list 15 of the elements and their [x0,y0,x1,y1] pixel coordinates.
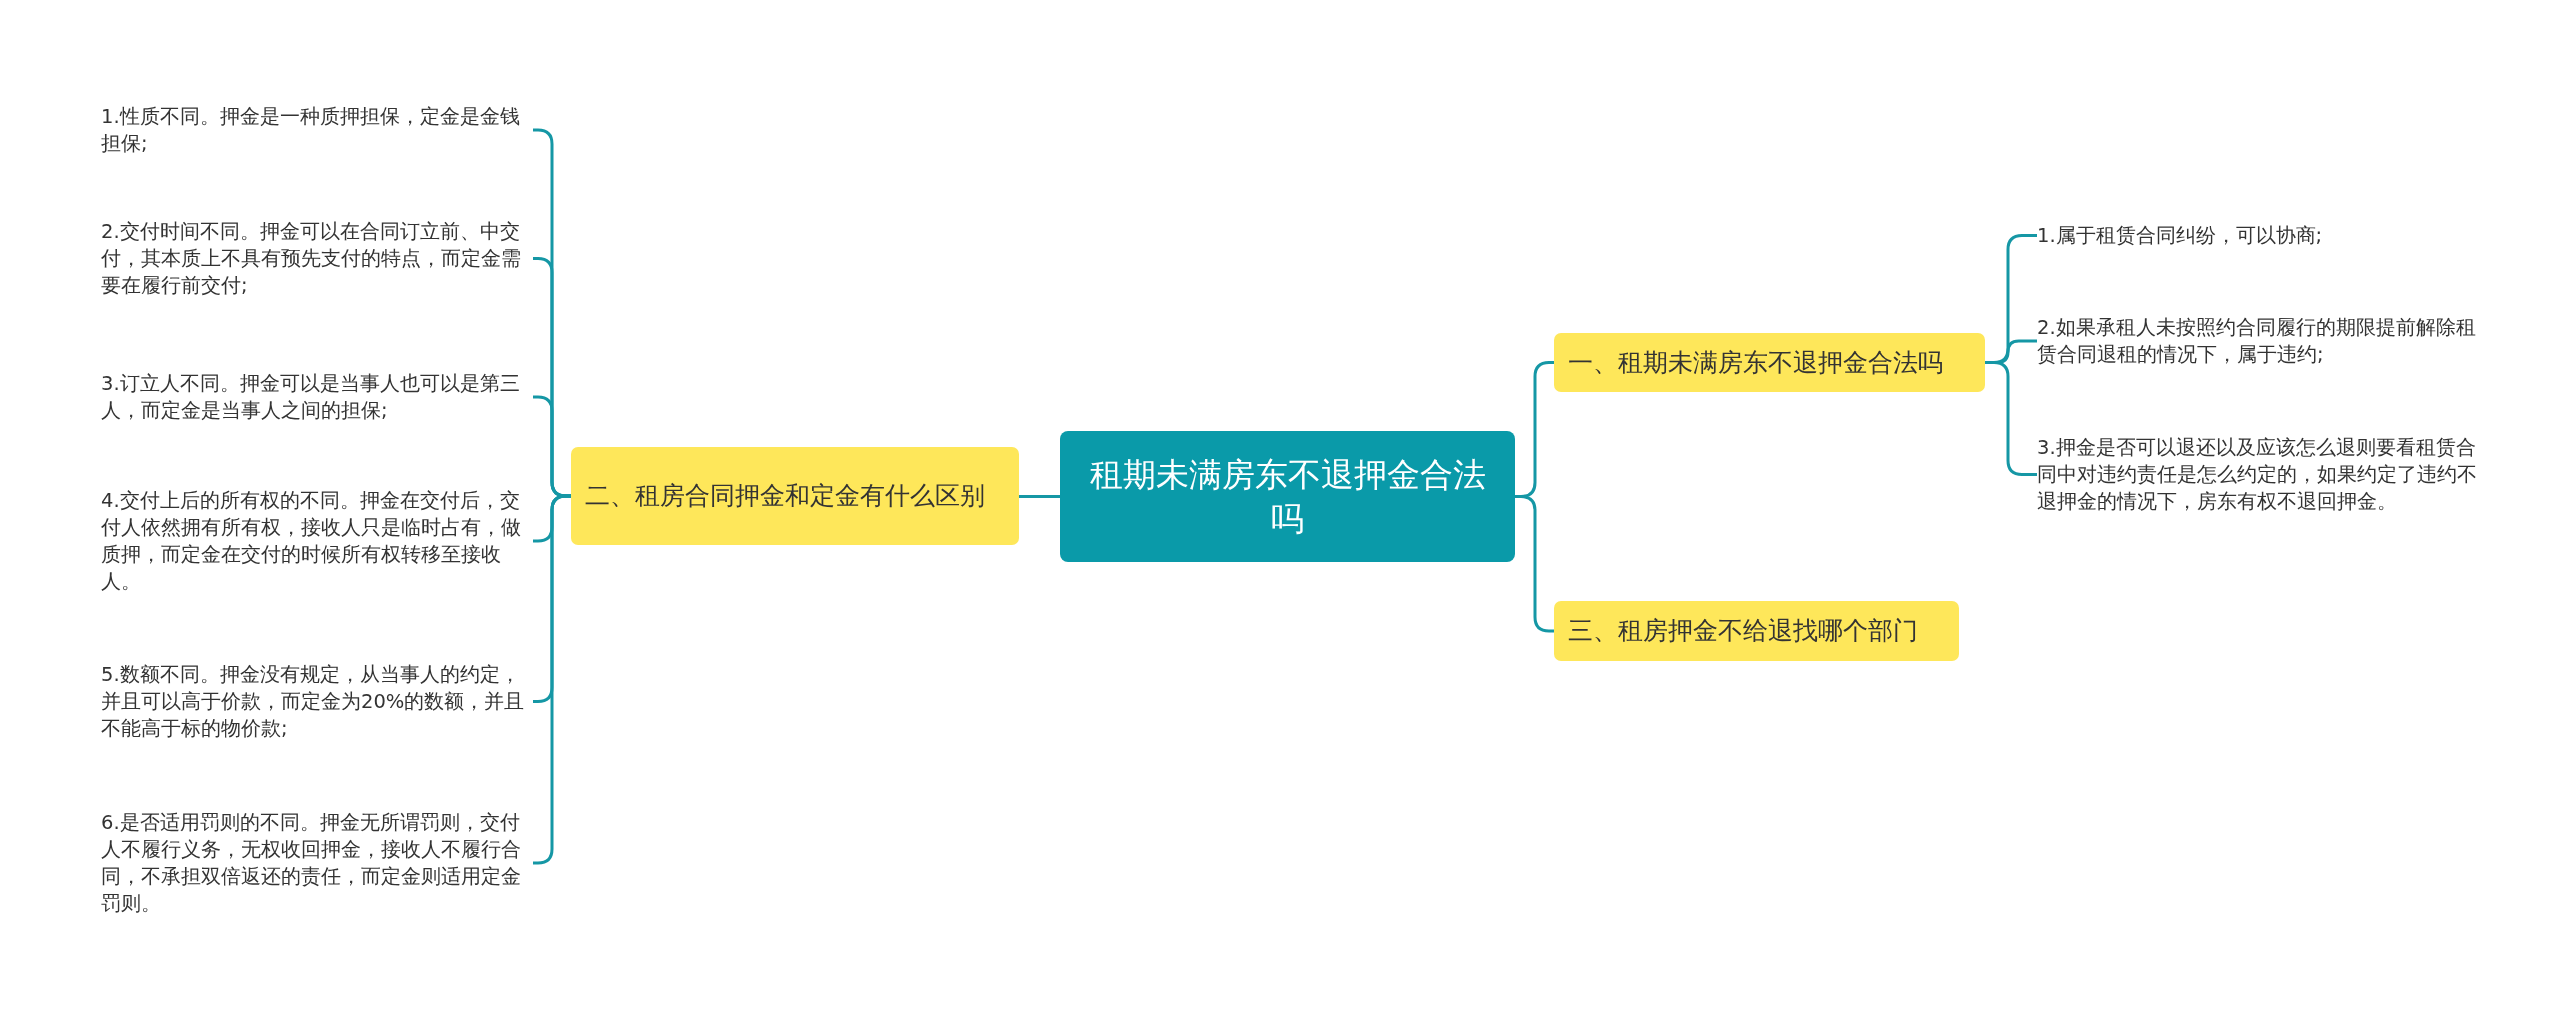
note-text: 1.性质不同。押金是一种质押担保，定金是金钱担保; [101,103,533,157]
root-box: 租期未满房东不退押金合法吗 [1060,431,1515,562]
topic-box: 一、租期未满房东不退押金合法吗 [1554,333,1985,392]
note-text: 5.数额不同。押金没有规定，从当事人的约定，并且可以高于价款，而定金为20%的数额，并且不能高于标的物价款; [101,661,533,742]
topic-box: 三、租房押金不给退找哪个部门 [1554,601,1959,661]
note-text: 2.如果承租人未按照约合同履行的期限提前解除租赁合同退租的情况下，属于违约; [2037,314,2477,368]
connector-line [1019,495,1060,498]
topic-box: 二、租房合同押金和定金有什么区别 [571,447,1019,545]
note-text: 2.交付时间不同。押金可以在合同订立前、中交付，其本质上不具有预先支付的特点，而定金需要在履行前交付; [101,218,533,299]
note-text: 6.是否适用罚则的不同。押金无所谓罚则，交付人不履行义务，无权收回押金，接收人不履行合同，不承担双倍返还的责任，而定金则适用定金罚则。 [101,809,533,917]
note-text: 1.属于租赁合同纠纷，可以协商; [2037,222,2477,249]
note-text: 3.订立人不同。押金可以是当事人也可以是第三人，而定金是当事人之间的担保; [101,370,533,424]
connector-line [1515,495,1554,633]
note-text: 3.押金是否可以退还以及应该怎么退则要看租赁合同中对违约责任是怎么约定的，如果约定了违约不退押金的情况下，房东有权不退回押金。 [2037,434,2477,515]
note-text: 4.交付上后的所有权的不同。押金在交付后，交付人依然拥有所有权，接收人只是临时占有，做质押，而定金在交付的时候所有权转移至接收人。 [101,487,533,595]
